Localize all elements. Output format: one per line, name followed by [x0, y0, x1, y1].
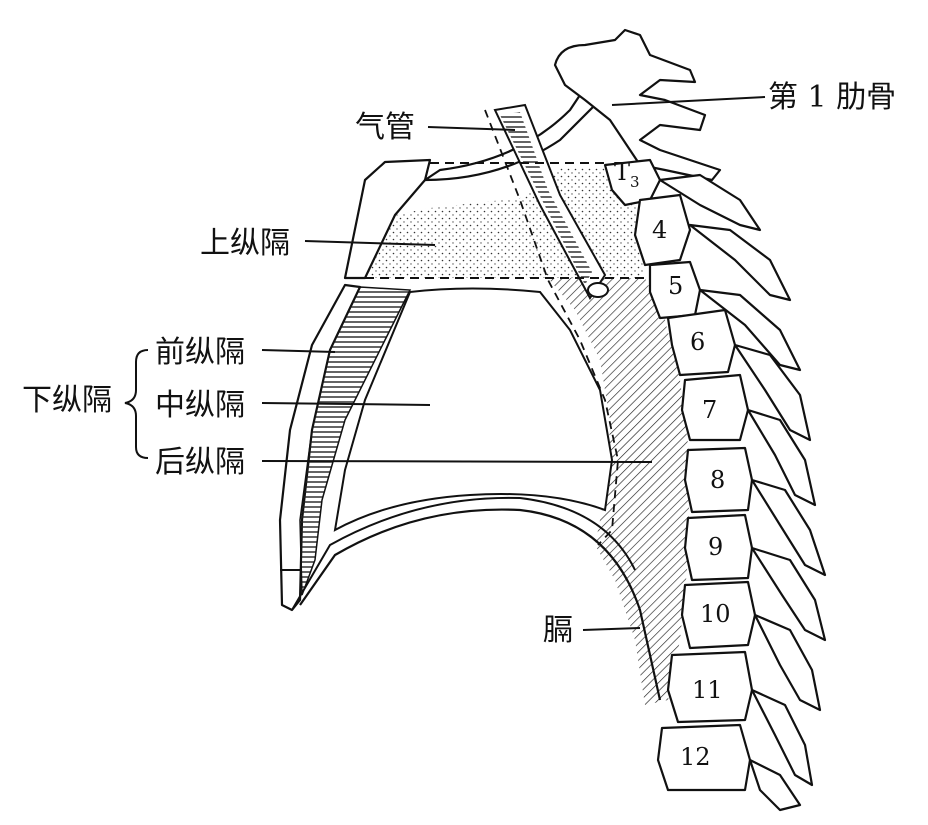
label-superior-mediastinum: 上纵隔: [200, 226, 290, 261]
leader-rib1: [611, 96, 766, 106]
leader-diaphragm: [582, 627, 641, 631]
leader-posterior: [261, 460, 653, 463]
label-middle-mediastinum: 中纵隔: [155, 388, 245, 423]
leader-anterior: [261, 349, 336, 353]
label-posterior-mediastinum: 后纵隔: [155, 445, 245, 480]
diaphragm: [299, 508, 662, 701]
vertebra-label-8: 8: [710, 466, 725, 494]
label-anterior-mediastinum: 前纵隔: [155, 335, 245, 370]
vertebra-label-5: 5: [668, 272, 683, 300]
vertebra-label-4: 4: [652, 216, 667, 244]
inferior-brace: [124, 349, 149, 459]
leader-middle: [261, 402, 431, 406]
vertebra-label-6: 6: [690, 328, 705, 356]
label-trachea: 气管: [355, 110, 415, 145]
vertebra-label-t3: T3: [614, 158, 640, 191]
diaphragm-inner: [291, 496, 636, 611]
vertebra-label-9: 9: [708, 533, 723, 561]
esophagus-dashed-line: [484, 109, 619, 546]
vertebra-label-7: 7: [702, 396, 717, 424]
label-diaphragm: 膈: [543, 613, 573, 648]
vertebra-label-11: 11: [692, 676, 723, 704]
label-rib1: 第 1 肋骨: [768, 80, 896, 115]
manubrium: [343, 158, 432, 280]
vertebra-label-10: 10: [700, 600, 731, 628]
label-inferior-mediastinum: 下纵隔: [22, 383, 112, 418]
vertebral-column: [603, 158, 827, 812]
vertebra-label-12: 12: [680, 743, 711, 771]
upper-vertebra-cluster: [553, 28, 722, 182]
middle-mediastinum-outline: [333, 287, 614, 532]
leader-trachea: [427, 126, 516, 131]
posterior-mediastinum-region: [548, 278, 690, 705]
leader-superior: [304, 240, 436, 246]
trachea: [493, 103, 609, 300]
